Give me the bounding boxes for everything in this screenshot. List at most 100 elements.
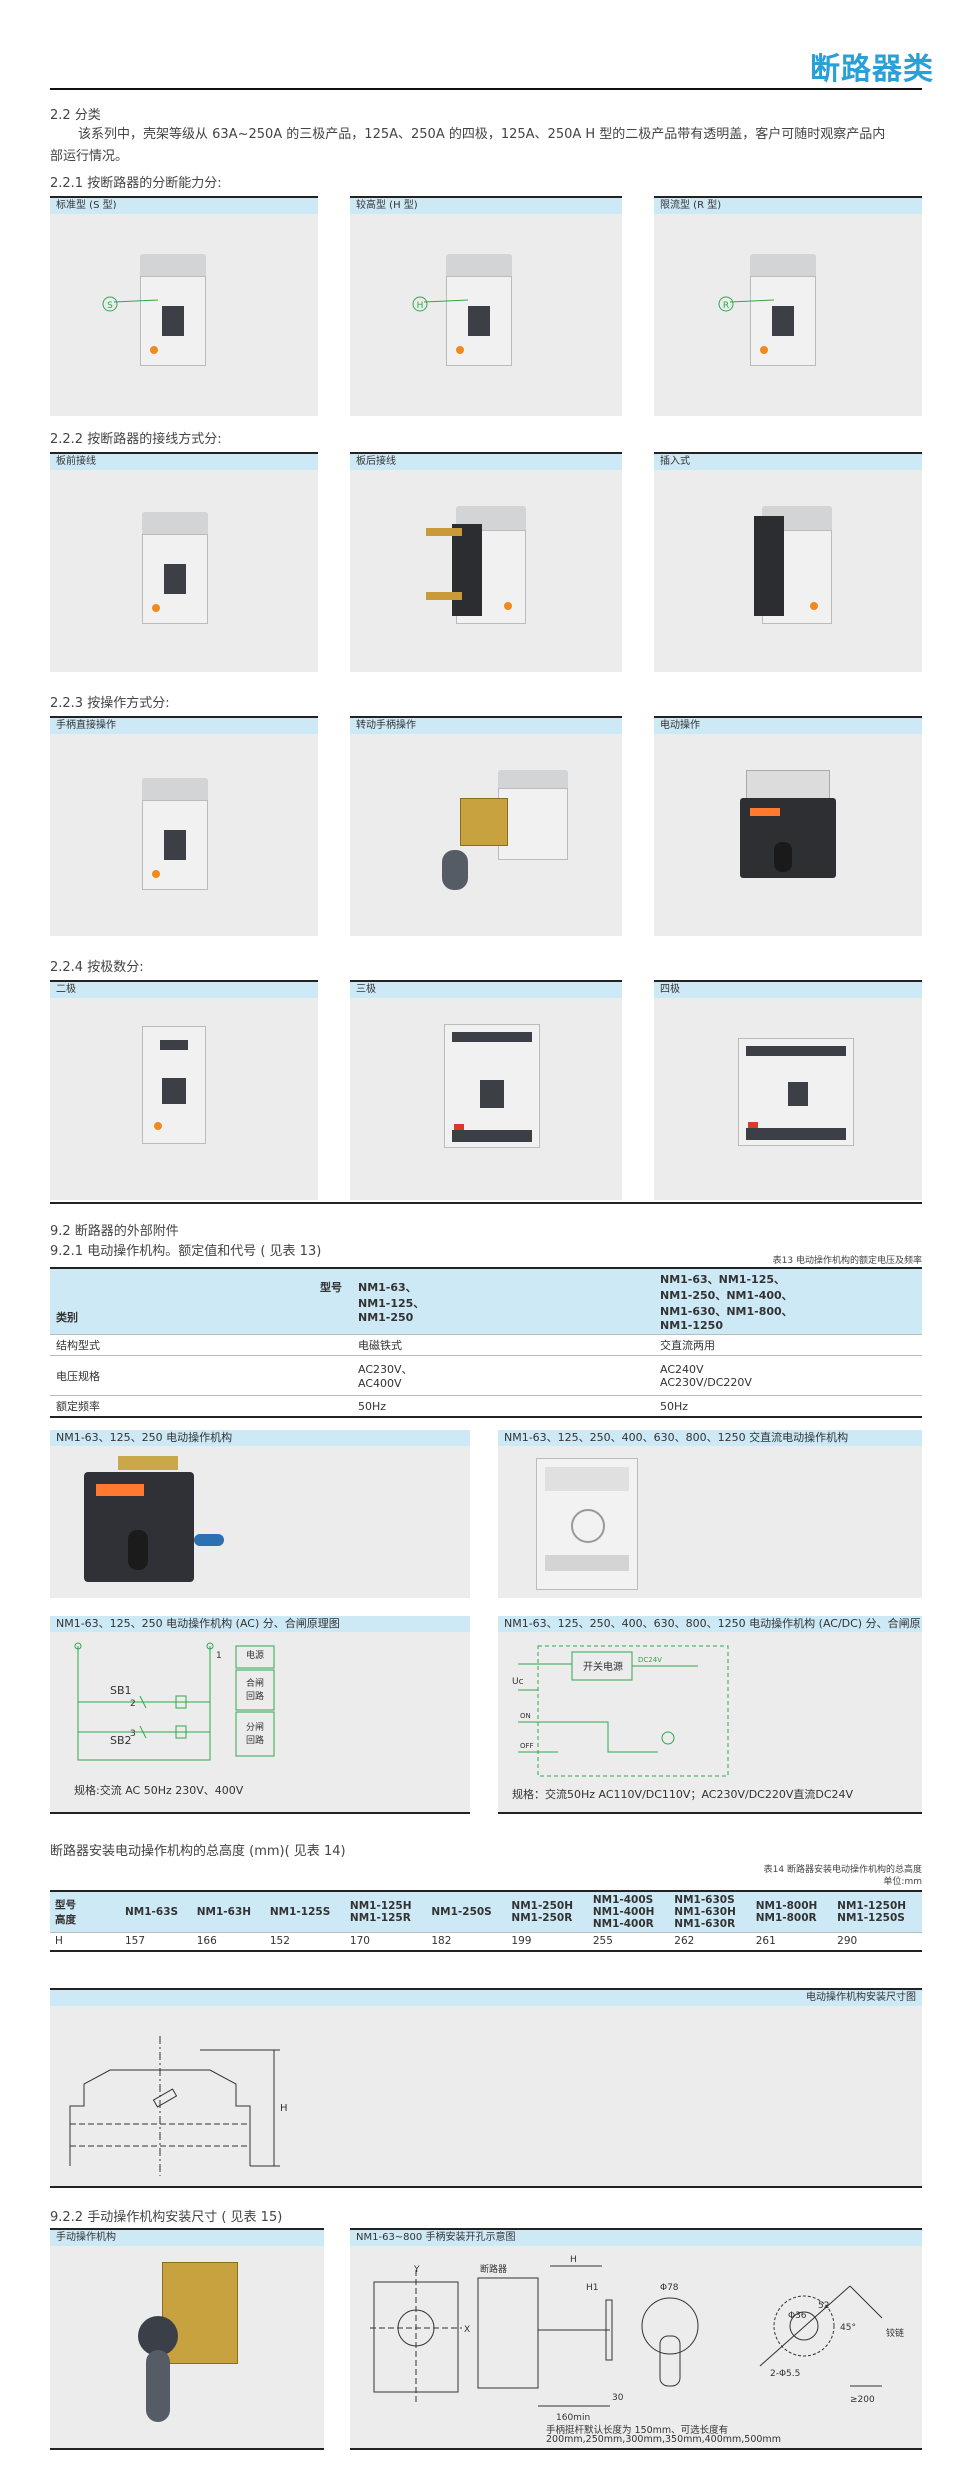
dim-30-label: 30 [612, 2393, 624, 2403]
column-header: NM1-63、NM1-125、 NM1-250、NM1-400、 NM1-630… [654, 1267, 922, 1335]
schematic-label: 电源 [245, 1651, 264, 1661]
product-card: 限流型 (R 型) R [654, 196, 922, 416]
panel-title: 手动操作机构 [50, 2230, 324, 2246]
card-label: 手柄直接操作 [50, 718, 318, 734]
breaker-image [446, 254, 512, 366]
header-rule [50, 88, 922, 90]
dimension-h: H [280, 2103, 288, 2114]
panel-title: NM1-63、125、250、400、630、800、1250 电动操作机构 (… [498, 1616, 922, 1646]
breaker-label: 断路器 [480, 2263, 507, 2275]
voltage-table: 型号 类别 NM1-63、 NM1-125、 NM1-250 NM1-63、NM… [50, 1267, 922, 1418]
terminal-number: 3 [130, 1729, 136, 1739]
cell: 261 [750, 1932, 833, 1952]
column-header: NM1-250S [426, 1892, 507, 1933]
card-label: 三极 [350, 982, 622, 998]
section-rule [50, 1202, 922, 1204]
dim-h1-label: H1 [586, 2283, 599, 2293]
install-dimension-panel: H [50, 2006, 922, 2186]
panel-title: NM1-63、125、250 电动操作机构 (AC) 分、合闸原理图 [50, 1616, 470, 1632]
table-corner: 型号 高度 [50, 1892, 120, 1933]
handle-plate [460, 798, 508, 846]
hinge-label: 铰链 [886, 2327, 904, 2339]
cell: 166 [191, 1932, 265, 1952]
breaker-image [750, 254, 816, 366]
card-label: 限流型 (R 型) [654, 198, 922, 214]
dim-52-label: 52 [818, 2301, 829, 2311]
panel-title: 电动操作机构安装尺寸图 [50, 1990, 922, 2006]
sb1-label: SB1 [110, 1684, 132, 1697]
column-header: NM1-250H NM1-250R [506, 1892, 588, 1933]
breaker-image [140, 254, 206, 366]
subsection-heading: 9.2.2 手动操作机构安装尺寸 ( 见表 15) [50, 2210, 283, 2225]
axis-y-label: Y [413, 2265, 420, 2275]
install-drawing: H [69, 2036, 288, 2176]
cell: 50Hz [654, 1395, 922, 1418]
motor-operator-image [84, 1472, 194, 1582]
subsection-heading: 2.2.3 按操作方式分: [50, 696, 170, 711]
callout-marker: S [102, 296, 159, 312]
panel-title: NM1-63~800 手柄安装开孔示意图 [350, 2230, 922, 2246]
product-card: 板前接线 [50, 452, 318, 672]
corner-top: 型号 [320, 1280, 342, 1294]
cell: 交直流两用 [654, 1334, 922, 1356]
panel-rule [50, 2186, 922, 2188]
callout-letter: S [107, 301, 113, 311]
product-card: 板后接线 [350, 452, 622, 672]
breaker-image [498, 770, 568, 860]
row-label: 额定频率 [50, 1395, 352, 1418]
product-card: 三极 [350, 980, 622, 1200]
sb2-label: SB2 [110, 1734, 132, 1747]
schematic-spec: 规格：交流50Hz AC110V/DC110V；AC230V/DC220V直流D… [512, 1788, 854, 1801]
table-row: 额定频率 50Hz 50Hz [50, 1395, 922, 1418]
cell: 182 [426, 1932, 507, 1952]
table-corner: 型号 类别 [50, 1267, 352, 1335]
table-row: 结构型式 电磁铁式 交直流两用 [50, 1334, 922, 1356]
cell: 157 [120, 1932, 192, 1952]
rotary-handle-icon [146, 2350, 170, 2422]
row-label: 电压规格 [50, 1355, 352, 1396]
panel-top-rule [50, 2228, 324, 2230]
card-label: 板后接线 [350, 454, 622, 470]
dim-d36-label: Φ36 [788, 2311, 807, 2321]
breaker-image [754, 506, 832, 624]
psu-label: 开关电源 [583, 1660, 623, 1673]
callout-marker: R [718, 296, 775, 312]
terminal-stud [426, 528, 462, 536]
uc-label: Uc [512, 1677, 524, 1687]
product-card: 插入式 [654, 452, 922, 672]
cell: 290 [832, 1932, 922, 1952]
table-unit: 单位:mm [883, 1877, 922, 1887]
acdc-schematic: 开关电源 DC24V Uc ON OFF [512, 1645, 729, 1777]
product-card: 转动手柄操作 [350, 716, 622, 936]
subsection-heading: 2.2.2 按断路器的接线方式分: [50, 432, 222, 447]
section-heading: 2.2 分类 [50, 108, 101, 123]
panel-rule [50, 1812, 470, 1814]
table-row: 电压规格 AC230V、 AC400V AC240V AC230V/DC220V [50, 1355, 922, 1396]
page-title: 断路器类 [810, 52, 934, 87]
table-row: H 157 166 152 170 182 199 255 262 261 29… [50, 1932, 922, 1952]
product-card: 四极 [654, 980, 922, 1200]
panel-title: NM1-63、125、250 电动操作机构 [50, 1430, 470, 1446]
product-card: 电动操作 [654, 716, 922, 936]
off-label: OFF [520, 1742, 534, 1750]
drilling-diagram: Y X 断路器 H H1 30 160min Φ78 Φ36 52 45° 2-… [370, 2255, 904, 2423]
panel-rule [50, 2448, 324, 2450]
cell: AC230V、 AC400V [352, 1355, 654, 1396]
on-label: ON [520, 1712, 531, 1720]
card-label: 二极 [50, 982, 318, 998]
panel-title: NM1-63、125、250、400、630、800、1250 交直流电动操作机… [498, 1430, 922, 1446]
corner-bottom: 类别 [56, 1310, 78, 1324]
schematic-label: 合闸 回路 [245, 1679, 264, 1702]
breaker-image [142, 778, 208, 890]
subsection-heading: 2.2.4 按极数分: [50, 960, 144, 975]
schematic-label: 分闸 回路 [245, 1723, 264, 1746]
row-label: 结构型式 [50, 1334, 352, 1356]
column-header: NM1-125S [264, 1892, 345, 1933]
cell: 262 [669, 1932, 751, 1952]
column-header: NM1-800H NM1-800R [750, 1892, 833, 1933]
callout-letter: H [417, 301, 424, 311]
manual-note: 手柄挺杆默认长度为 150mm、可选长度有 [546, 2425, 729, 2436]
ac-schematic: SB1 SB2 1 2 3 [74, 1642, 275, 1761]
height-table: 型号 高度 NM1-63S NM1-63H NM1-125S NM1-125H … [50, 1892, 922, 1952]
manual-note: 200mm,250mm,300mm,350mm,400mm,500mm [546, 2434, 781, 2445]
